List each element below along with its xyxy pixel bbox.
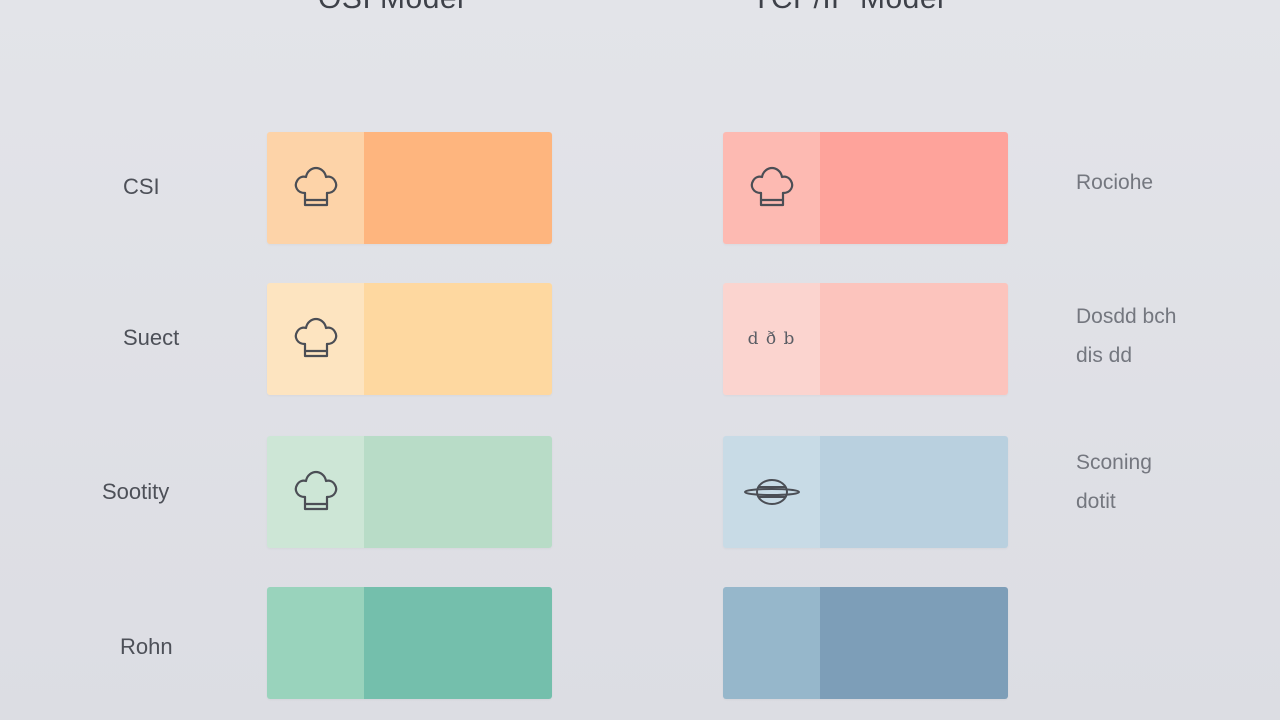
tcp-layer-block-4 — [723, 587, 1008, 699]
osi-layer-fill-3 — [364, 436, 552, 548]
row-label-2: Suect — [123, 325, 180, 350]
tcp-layer-icon-cell-4 — [723, 587, 820, 699]
chef-hat-icon — [291, 165, 341, 211]
row-label-3: Sootity — [102, 479, 170, 504]
chef-hat-icon — [747, 165, 797, 211]
tcp-layer-icon-cell-3 — [723, 436, 820, 548]
osi-layer-block-3 — [267, 436, 552, 548]
tcp-layer-fill-1 — [820, 132, 1008, 244]
side-note-2: Dosdd bch dis dd — [1076, 297, 1176, 375]
side-note-3-line-2: dotit — [1076, 490, 1116, 513]
osi-layer-fill-1 — [364, 132, 552, 244]
tcp-layer-fill-3 — [820, 436, 1008, 548]
tcp-layer-fill-4 — [820, 587, 1008, 699]
side-note-1: Rociohe — [1076, 163, 1153, 202]
tcp-layer-block-3 — [723, 436, 1008, 548]
side-note-1-line-1: Rociohe — [1076, 171, 1154, 194]
tcp-layer-icon-cell-1 — [723, 132, 820, 244]
osi-layer-block-1 — [267, 132, 552, 244]
osi-layer-icon-cell-1 — [267, 132, 364, 244]
osi-layer-block-4 — [267, 587, 552, 699]
side-note-2-line-2: dis dd — [1076, 344, 1133, 367]
chef-hat-icon — [291, 316, 341, 362]
side-note-2-line-1: Dosdd bch — [1076, 305, 1177, 328]
tcp-ip-heading: TCP/IP Model — [752, 0, 944, 16]
osi-layer-block-2 — [267, 283, 552, 395]
planet-icon — [742, 475, 802, 509]
osi-layer-fill-4 — [364, 587, 552, 699]
tcp-layer-fill-2 — [820, 283, 1008, 395]
osi-layer-icon-cell-3 — [267, 436, 364, 548]
side-note-3: Sconing dotit — [1076, 443, 1152, 521]
side-note-3-line-1: Sconing — [1076, 451, 1152, 474]
text-glyph-icon: d ð b — [747, 329, 796, 349]
tcp-layer-block-1 — [723, 132, 1008, 244]
chef-hat-icon — [291, 469, 341, 515]
osi-layer-icon-cell-4 — [267, 587, 364, 699]
osi-layer-icon-cell-2 — [267, 283, 364, 395]
osi-layer-fill-2 — [364, 283, 552, 395]
osi-heading: OSI Model — [318, 0, 464, 16]
row-label-4: Rohn — [120, 634, 173, 659]
tcp-layer-icon-cell-2: d ð b — [723, 283, 820, 395]
row-label-1: CSI — [123, 174, 160, 199]
tcp-layer-block-2: d ð b — [723, 283, 1008, 395]
